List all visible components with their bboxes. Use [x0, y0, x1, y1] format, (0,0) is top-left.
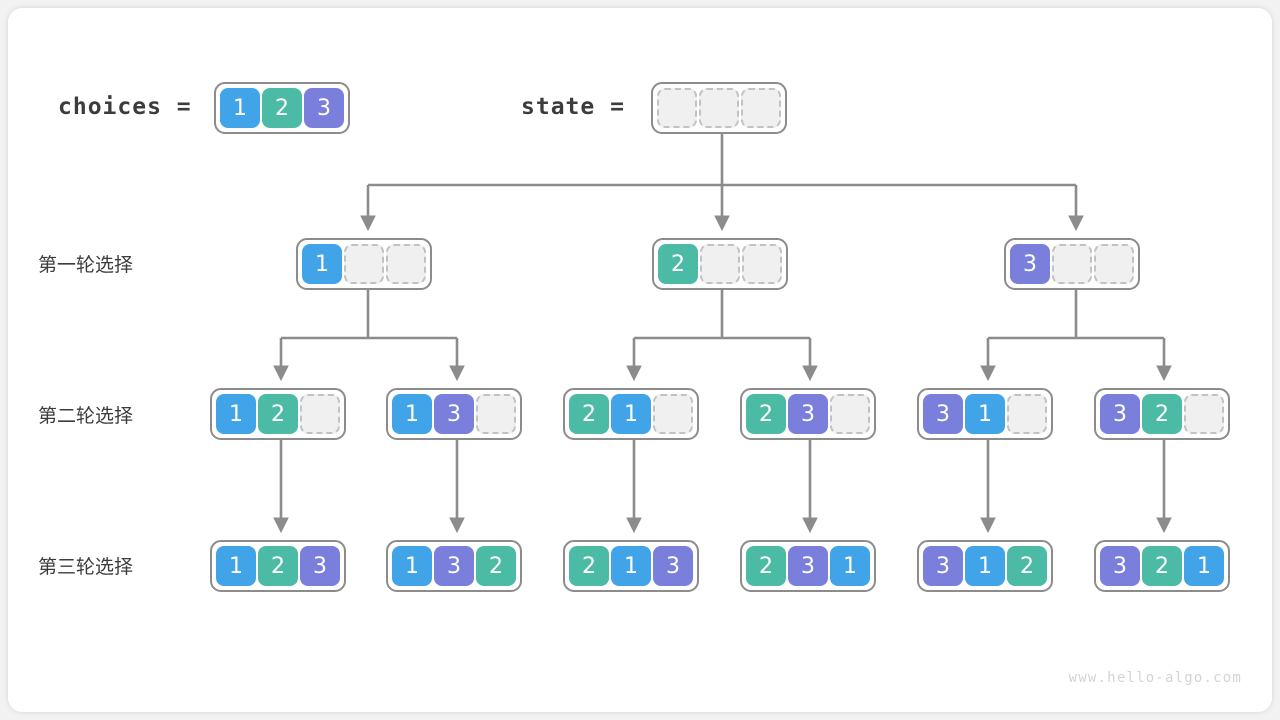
- l3-n4-cell-0: 2: [746, 546, 786, 586]
- l1-n1-cell-0: 1: [302, 244, 342, 284]
- l2-n6-cell-1: 2: [1142, 394, 1182, 434]
- l2-n3-cell-2: [653, 394, 693, 434]
- l2-n5-cell-2: [1007, 394, 1047, 434]
- state-node-l1-1: 1: [296, 238, 432, 290]
- choices-label: choices =: [58, 94, 192, 120]
- l2-n4-cell-1: 3: [788, 394, 828, 434]
- l2-n1-cell-2: [300, 394, 340, 434]
- l3-n5-cell-0: 3: [923, 546, 963, 586]
- l3-n1-cell-1: 2: [258, 546, 298, 586]
- state-node-l1-3: 3: [1004, 238, 1140, 290]
- l2-n5-cell-0: 3: [923, 394, 963, 434]
- l3-n4-cell-1: 3: [788, 546, 828, 586]
- l2-n2-cell-0: 1: [392, 394, 432, 434]
- l2-n4-cell-0: 2: [746, 394, 786, 434]
- l3-n4-cell-2: 1: [830, 546, 870, 586]
- l2-n3-cell-0: 2: [569, 394, 609, 434]
- l1-n1-cell-1: [344, 244, 384, 284]
- watermark: www.hello-algo.com: [1068, 670, 1242, 686]
- l3-n2-cell-0: 1: [392, 546, 432, 586]
- choices-cell-0: 1: [220, 88, 260, 128]
- l2-n6-cell-0: 3: [1100, 394, 1140, 434]
- l2-n6-cell-2: [1184, 394, 1224, 434]
- l1-n3-cell-2: [1094, 244, 1134, 284]
- state-array: [651, 82, 787, 134]
- l1-n2-cell-1: [700, 244, 740, 284]
- l3-n5-cell-2: 2: [1007, 546, 1047, 586]
- row-label-round-2: 第二轮选择: [38, 405, 134, 427]
- l3-n2-cell-2: 2: [476, 546, 516, 586]
- state-cell-0: [657, 88, 697, 128]
- l1-n2-cell-0: 2: [658, 244, 698, 284]
- l1-n3-cell-0: 3: [1010, 244, 1050, 284]
- l3-n2-cell-1: 3: [434, 546, 474, 586]
- choices-cell-1: 2: [262, 88, 302, 128]
- l2-n2-cell-1: 3: [434, 394, 474, 434]
- l2-n1-cell-1: 2: [258, 394, 298, 434]
- l1-n2-cell-2: [742, 244, 782, 284]
- l3-n6-cell-1: 2: [1142, 546, 1182, 586]
- l3-n3-cell-1: 1: [611, 546, 651, 586]
- l1-n3-cell-1: [1052, 244, 1092, 284]
- l3-n1-cell-0: 1: [216, 546, 256, 586]
- state-label: state =: [521, 94, 625, 120]
- l3-n5-cell-1: 1: [965, 546, 1005, 586]
- row-label-round-1: 第一轮选择: [38, 254, 134, 276]
- l2-n2-cell-2: [476, 394, 516, 434]
- l1-n1-cell-2: [386, 244, 426, 284]
- l3-n3-cell-0: 2: [569, 546, 609, 586]
- diagram-card: [8, 8, 1272, 712]
- choices-cell-2: 3: [304, 88, 344, 128]
- l2-n4-cell-2: [830, 394, 870, 434]
- l3-n6-cell-0: 3: [1100, 546, 1140, 586]
- row-label-round-3: 第三轮选择: [38, 556, 134, 578]
- state-node-l1-2: 2: [652, 238, 788, 290]
- l2-n3-cell-1: 1: [611, 394, 651, 434]
- l3-n1-cell-2: 3: [300, 546, 340, 586]
- l2-n1-cell-0: 1: [216, 394, 256, 434]
- state-cell-2: [741, 88, 781, 128]
- l2-n5-cell-1: 1: [965, 394, 1005, 434]
- l3-n6-cell-2: 1: [1184, 546, 1224, 586]
- l3-n3-cell-2: 3: [653, 546, 693, 586]
- state-cell-1: [699, 88, 739, 128]
